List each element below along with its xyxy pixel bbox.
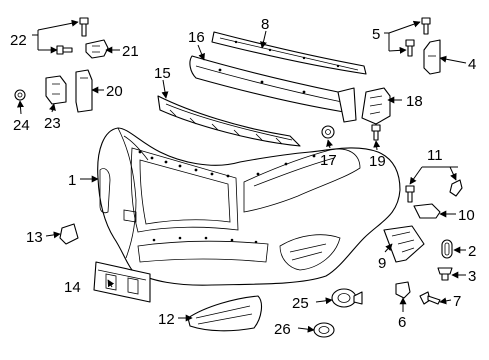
callout-24: 24 — [13, 117, 30, 134]
callout-18: 18 — [406, 93, 423, 110]
grommet-2 — [441, 239, 453, 259]
bolt-22b — [56, 45, 73, 55]
clip-6 — [395, 281, 411, 299]
callout-14: 14 — [64, 279, 81, 296]
bolt-5a — [421, 17, 431, 35]
callout-3: 3 — [468, 268, 476, 285]
callout-20: 20 — [106, 83, 123, 100]
callout-1: 1 — [68, 172, 76, 189]
bolt-11a — [405, 185, 415, 203]
bracket-20 — [75, 69, 93, 113]
callout-25: 25 — [292, 295, 309, 312]
callout-labels: 1 2 3 4 5 6 7 8 9 10 11 12 13 14 15 16 1… — [10, 16, 476, 338]
clip-3 — [437, 267, 453, 281]
callout-26: 26 — [274, 321, 291, 338]
callout-21: 21 — [122, 43, 139, 60]
bolt-22a — [79, 17, 89, 37]
bracket-4 — [423, 39, 441, 75]
sensor-26 — [313, 322, 335, 338]
sensor-25 — [331, 288, 363, 308]
fog-cover-12 — [187, 295, 263, 332]
callout-12: 12 — [158, 311, 175, 328]
reinforcement-beam — [189, 55, 357, 123]
callout-16: 16 — [188, 29, 205, 46]
bumper-cover — [97, 127, 401, 286]
callout-13: 13 — [26, 229, 43, 246]
bolt-19 — [371, 124, 381, 141]
callout-4: 4 — [468, 56, 476, 73]
energy-absorber — [157, 95, 301, 147]
callout-5: 5 — [372, 26, 380, 43]
bracket-23 — [45, 75, 67, 105]
callout-9: 9 — [378, 255, 386, 272]
bracket-9 — [383, 225, 425, 263]
callout-8: 8 — [261, 16, 269, 33]
callout-7: 7 — [453, 293, 461, 310]
side-bracket-18 — [361, 87, 391, 125]
bracket-10 — [413, 203, 441, 219]
clip-13 — [59, 223, 79, 245]
leader-lines — [16, 19, 467, 333]
callout-15: 15 — [154, 65, 171, 82]
bolt-7 — [419, 291, 441, 305]
callout-19: 19 — [369, 153, 386, 170]
bolt-5b — [405, 39, 415, 57]
callout-11: 11 — [427, 147, 443, 164]
license-bracket-14 — [93, 261, 151, 303]
bolt-11b — [449, 179, 463, 197]
bracket-21 — [85, 39, 109, 59]
nut-17 — [321, 125, 335, 139]
callout-17: 17 — [320, 152, 337, 169]
callout-23: 23 — [44, 115, 61, 132]
clip-24 — [14, 89, 26, 101]
callout-6: 6 — [398, 314, 406, 331]
callout-22: 22 — [10, 32, 27, 49]
callout-2: 2 — [468, 243, 476, 260]
callout-10: 10 — [458, 207, 475, 224]
